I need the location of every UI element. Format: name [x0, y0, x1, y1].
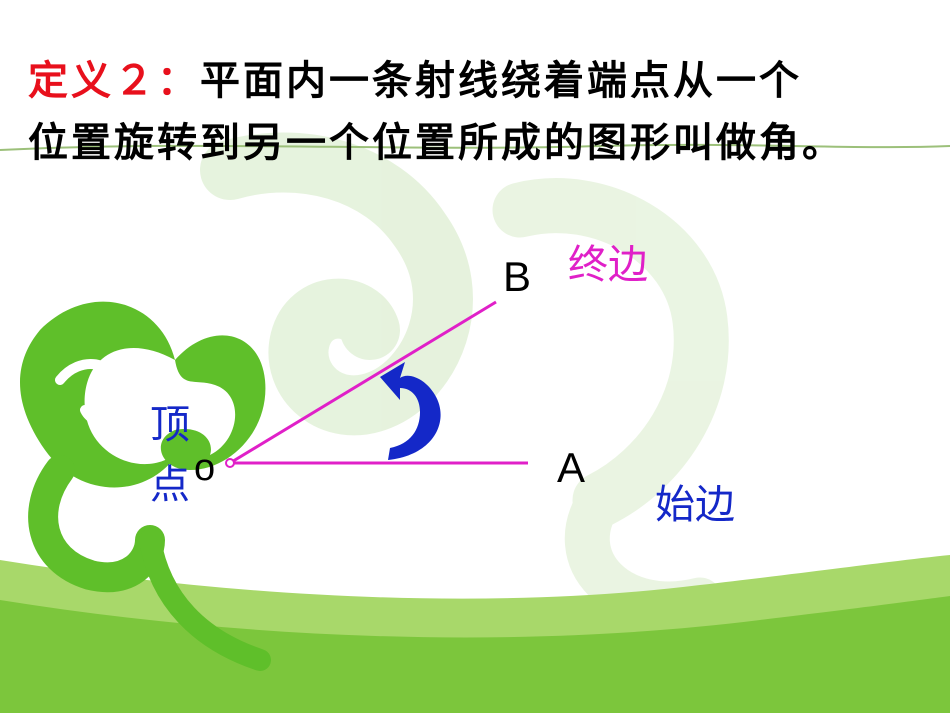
- vertex-point: [225, 458, 235, 468]
- definition-text-1: 平面内一条射线绕着端点从一个: [200, 58, 802, 104]
- rotation-arrow-icon: [380, 362, 441, 460]
- left-clover: [20, 301, 271, 671]
- definition-prefix: 定义２：: [28, 58, 200, 104]
- vertex-label-char-1: 顶: [150, 402, 190, 448]
- definition-line-1: 定义２：平面内一条射线绕着端点从一个: [28, 48, 802, 106]
- point-o-label: o: [194, 447, 216, 489]
- definition-line-2: 位置旋转到另一个位置所成的图形叫做角。: [28, 110, 845, 168]
- vertex-label-char-2: 点: [150, 462, 190, 508]
- definition-text-2: 位置旋转到另一个位置所成的图形叫做角。: [28, 120, 845, 166]
- point-b-label: B: [503, 253, 532, 300]
- point-a-label: A: [557, 444, 586, 491]
- initial-side-label: 始边: [655, 482, 735, 528]
- terminal-side-ray: [229, 300, 497, 465]
- terminal-side-label: 终边: [568, 242, 648, 288]
